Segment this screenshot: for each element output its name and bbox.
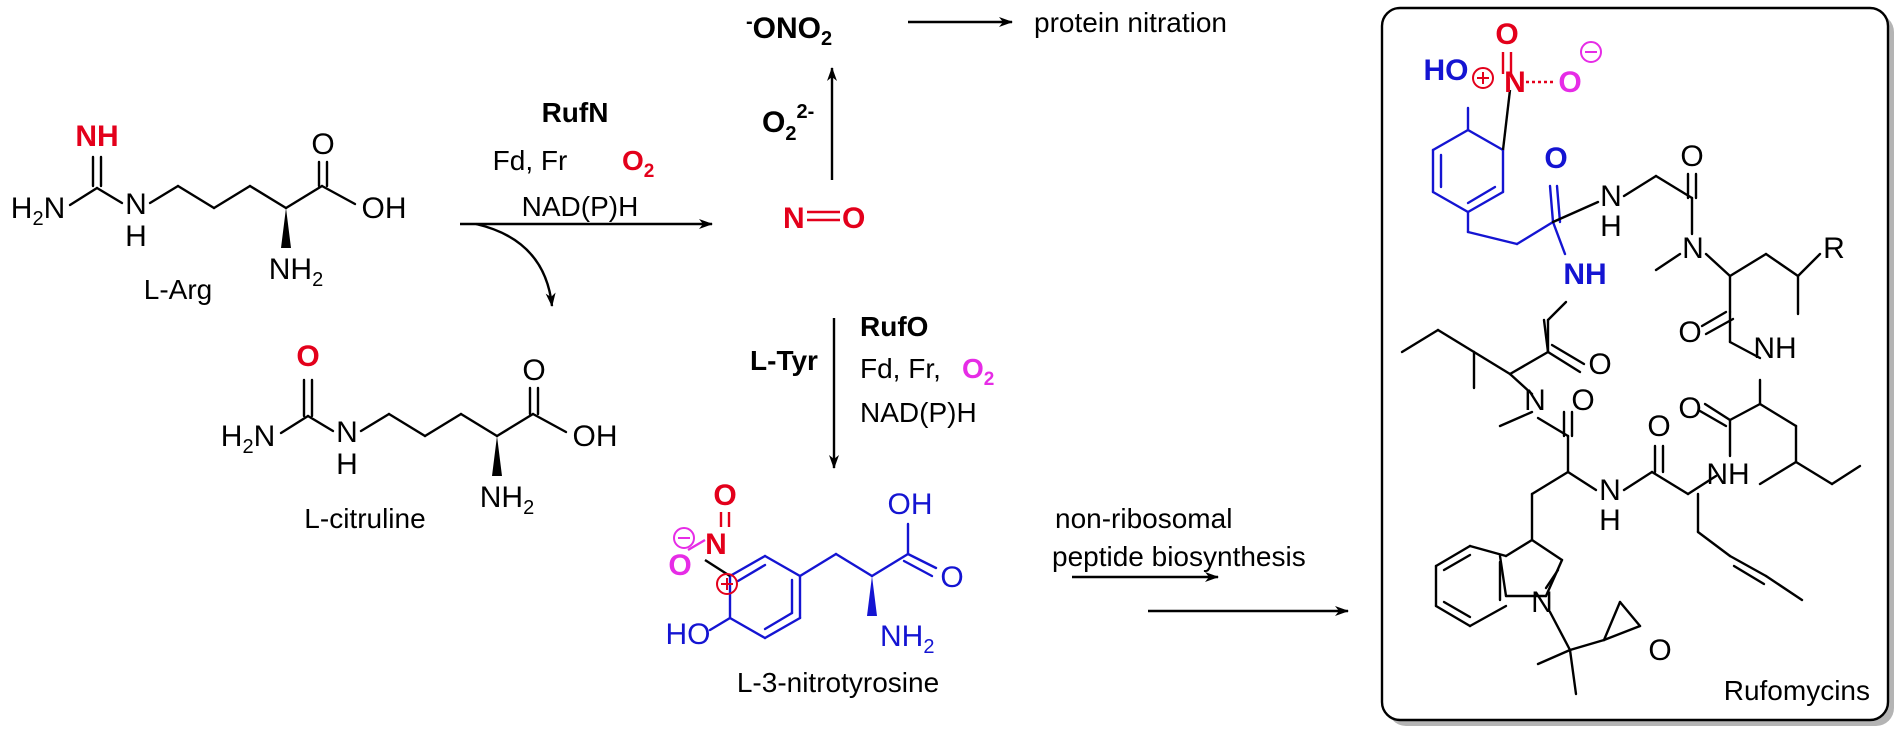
- rufomycin-h-bot: H: [1599, 504, 1621, 537]
- rufomycin-o-nmleu: O: [1678, 316, 1701, 349]
- citrulline-oh-label: OH: [573, 420, 618, 453]
- rufomycin-o-tyr: O: [1544, 142, 1567, 175]
- minus-charge-icon: [673, 527, 695, 549]
- rufomycin-panel: [1380, 6, 1890, 722]
- citrulline-o2-label: O: [522, 354, 545, 387]
- rufomycin-n-me: N: [1682, 232, 1704, 265]
- rufomycin-h-ala: H: [1600, 210, 1622, 243]
- rufomycin-minus-charge-icon: [1580, 41, 1602, 63]
- nitrotyrosine-o: O: [940, 561, 963, 594]
- plus-charge-icon: [716, 573, 738, 595]
- protein-nitration-label: protein nitration: [1034, 7, 1227, 38]
- rufo-cofactor2: NAD(P)H: [860, 397, 977, 428]
- rufomycin-n-trp: N: [1531, 586, 1553, 619]
- nitrotyrosine-wedge-bond: [867, 576, 877, 616]
- arg-wedge-bond: [281, 208, 291, 248]
- superoxide-label: O22-: [762, 101, 814, 145]
- rufomycin-o-me2: O: [1571, 384, 1594, 417]
- arg-o-label: O: [311, 128, 334, 161]
- no-n-label: N: [783, 202, 805, 235]
- rufomycin-macrocycle: [1400, 172, 1862, 696]
- rufomycin-tyrosine-residue: [1431, 106, 1567, 256]
- rufomycin-n-ala: N: [1600, 180, 1622, 213]
- citrulline-h-label: H: [336, 448, 358, 481]
- nitrotyrosine-o-left: O: [668, 549, 691, 582]
- rufomycin-n-me2: N: [1524, 384, 1546, 417]
- rufomycin-r: R: [1823, 232, 1845, 265]
- rufomycin-nitro-bond: [1501, 89, 1512, 151]
- nitrotyrosine-name: L-3-nitrotyrosine: [737, 667, 939, 698]
- rufomycin-o-ep: O: [1648, 634, 1671, 667]
- rufomycin-n-bot: N: [1599, 474, 1621, 507]
- citrulline-nh2-label: NH2: [480, 481, 534, 519]
- l-arginine-structure: [68, 155, 357, 210]
- citrulline-branch-arrow: [475, 222, 556, 307]
- rufo-substrate: L-Tyr: [750, 345, 818, 376]
- rufomycin-o-leu1: O: [1588, 348, 1611, 381]
- rufomycin-name: Rufomycins: [1724, 675, 1870, 706]
- nitrotyrosine-ho: HO: [666, 618, 711, 651]
- arg-name: L-Arg: [144, 274, 212, 305]
- rufomycin-no2-o: O: [1495, 18, 1518, 51]
- rufo-o2: O2: [962, 353, 994, 390]
- arg-h2n-label: H2N: [11, 192, 65, 230]
- rufomycin-ho: HO: [1424, 54, 1469, 87]
- citrulline-name: L-citruline: [304, 503, 425, 534]
- rufomycin-nh-tyr: NH: [1563, 258, 1606, 291]
- nrps-line2: peptide biosynthesis: [1052, 541, 1306, 572]
- rufomycin-o-leu2: O: [1678, 392, 1701, 425]
- nrps-line1: non-ribosomal: [1055, 503, 1232, 534]
- arg-nh-label: NH: [75, 120, 118, 153]
- rufo-cofactor: Fd, Fr,: [860, 353, 941, 384]
- nitro-n-o-single-bond: [687, 538, 706, 552]
- nitrotyrosine-oh: OH: [888, 488, 933, 521]
- citrulline-o-label: O: [296, 340, 319, 373]
- nitrotyrosine-ring: [708, 522, 938, 640]
- nitrotyrosine-nh2: NH2: [880, 620, 934, 658]
- rufn-o2: O2: [622, 145, 654, 182]
- nitrotyrosine-n: N: [705, 528, 727, 561]
- l-citrulline-structure: [279, 378, 568, 438]
- citrulline-h2n-label: H2N: [221, 420, 275, 458]
- rufomycin-o-ala: O: [1680, 140, 1703, 173]
- arg-oh-label: OH: [362, 192, 407, 225]
- rufo-enzyme: RufO: [860, 311, 928, 342]
- rufn-cofactor2: NAD(P)H: [522, 191, 639, 222]
- nitrotyrosine-o-top: O: [713, 479, 736, 512]
- peroxynitrite-label: -ONO2: [746, 11, 832, 50]
- rufomycin-no2-n: N: [1504, 66, 1526, 99]
- arg-nh2-label: NH2: [269, 253, 323, 291]
- rufomycin-nh-leu2: NH: [1753, 332, 1796, 365]
- rufomycin-nh-bot: NH: [1706, 458, 1749, 491]
- rufomycin-o-bot: O: [1647, 410, 1670, 443]
- arg-n-label: N: [125, 188, 147, 221]
- citrulline-wedge-bond: [492, 436, 502, 476]
- rufn-enzyme: RufN: [542, 97, 609, 128]
- rufomycin-no2-o2: O: [1558, 66, 1581, 99]
- rufn-cofactor: Fd, Fr: [493, 145, 568, 176]
- rufomycin-plus-charge-icon: [1472, 67, 1494, 89]
- arg-nh-h-label: H: [125, 220, 147, 253]
- no-o-label: O: [842, 202, 865, 235]
- citrulline-n-label: N: [336, 416, 358, 449]
